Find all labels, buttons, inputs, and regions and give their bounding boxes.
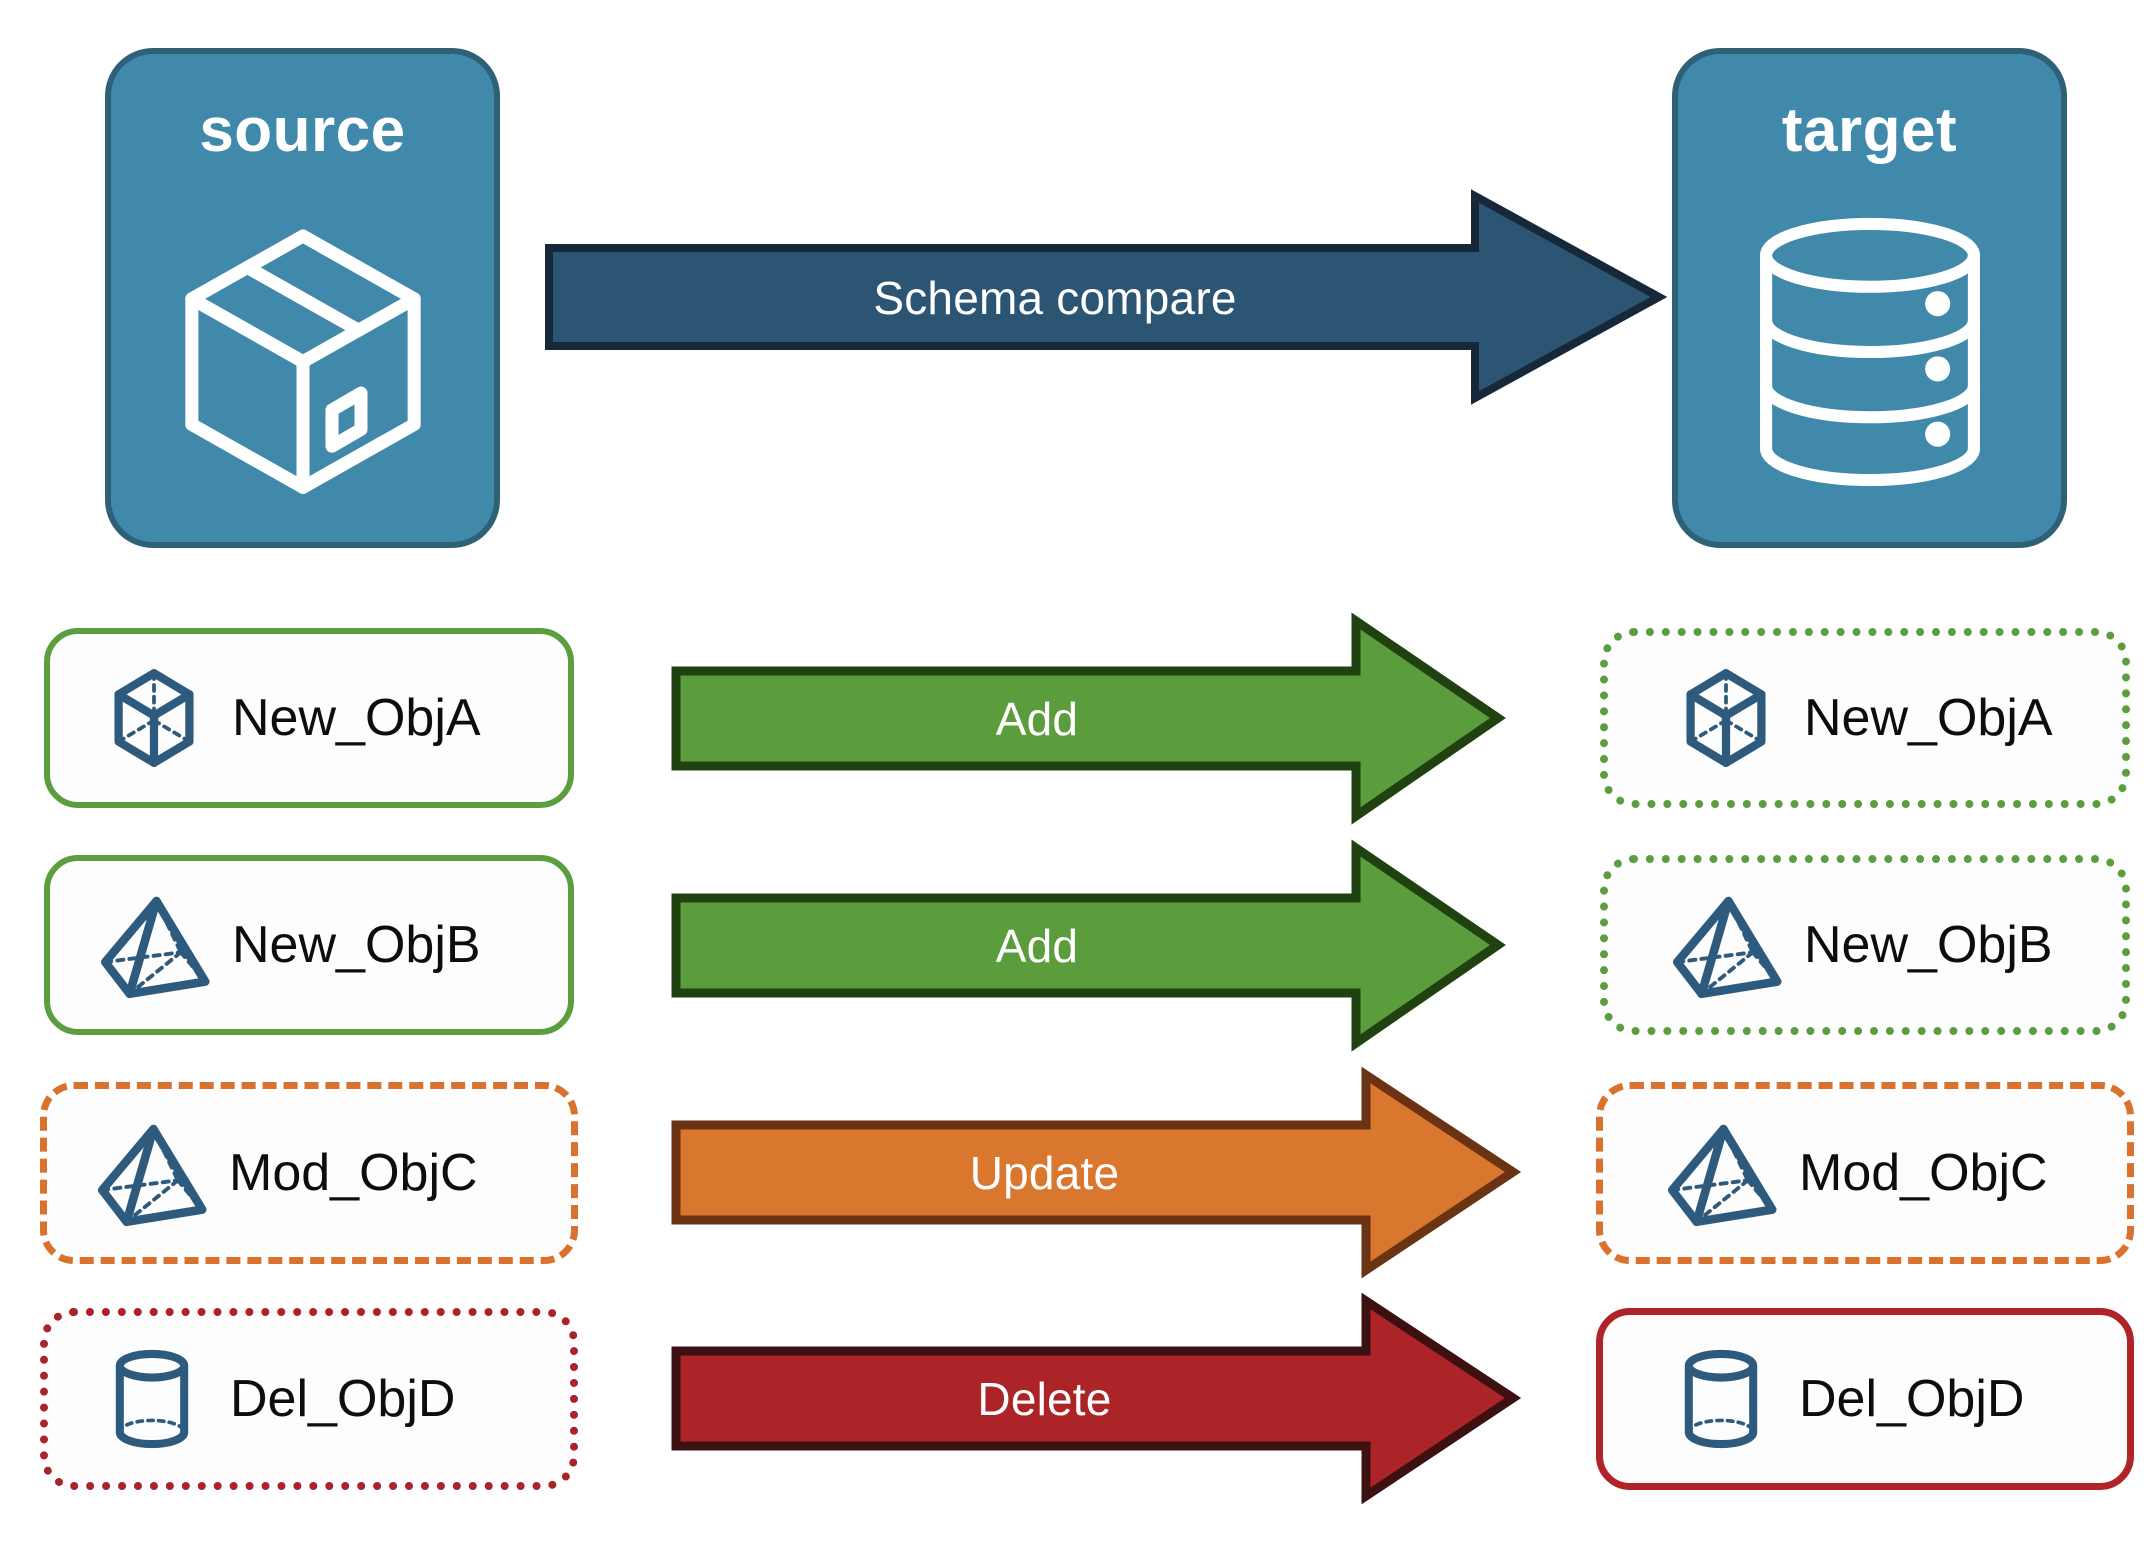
- wireframe-pyramid-icon: [1666, 884, 1786, 1006]
- action-arrow-row-1[interactable]: Add: [671, 839, 1506, 1052]
- target-chip-row-2[interactable]: Mod_ObjC: [1596, 1082, 2134, 1264]
- source-chip-label-row-2: Mod_ObjC: [229, 1144, 478, 1202]
- source-chip-label-row-0: New_ObjA: [232, 689, 481, 747]
- source-chip-row-0[interactable]: New_ObjA: [44, 628, 574, 808]
- target-panel[interactable]: target: [1672, 48, 2067, 548]
- source-chip-row-1[interactable]: New_ObjB: [44, 855, 574, 1035]
- source-chip-row-2[interactable]: Mod_ObjC: [40, 1082, 578, 1264]
- package-box-icon: [111, 162, 494, 542]
- wireframe-pyramid-icon: [91, 1112, 211, 1234]
- target-chip-row-3[interactable]: Del_ObjD: [1596, 1308, 2134, 1490]
- target-chip-row-1[interactable]: New_ObjB: [1600, 855, 2130, 1035]
- wireframe-cylinder-icon: [92, 1340, 212, 1458]
- target-chip-label-row-3: Del_ObjD: [1799, 1370, 2025, 1428]
- action-arrow-row-3[interactable]: Delete: [671, 1292, 1522, 1505]
- wireframe-pyramid-icon: [1661, 1112, 1781, 1234]
- source-chip-label-row-1: New_ObjB: [232, 916, 481, 974]
- source-title: source: [199, 96, 406, 165]
- source-panel[interactable]: source: [105, 48, 500, 548]
- target-title: target: [1781, 96, 1958, 165]
- wireframe-cube-icon: [1666, 659, 1786, 777]
- target-chip-label-row-1: New_ObjB: [1804, 916, 2053, 974]
- wireframe-cylinder-icon: [1661, 1340, 1781, 1458]
- source-chip-row-3[interactable]: Del_ObjD: [40, 1308, 578, 1490]
- wireframe-cube-icon: [94, 659, 214, 777]
- wireframe-pyramid-icon: [94, 884, 214, 1006]
- target-chip-row-0[interactable]: New_ObjA: [1600, 628, 2130, 808]
- action-arrow-row-0[interactable]: Add: [671, 612, 1506, 825]
- database-cylinder-icon: [1678, 162, 2061, 542]
- target-chip-label-row-0: New_ObjA: [1804, 689, 2053, 747]
- target-chip-label-row-2: Mod_ObjC: [1799, 1144, 2048, 1202]
- source-chip-label-row-3: Del_ObjD: [230, 1370, 456, 1428]
- action-arrow-row-2[interactable]: Update: [671, 1066, 1522, 1279]
- schema-compare-arrow[interactable]: Schema compare: [545, 189, 1668, 405]
